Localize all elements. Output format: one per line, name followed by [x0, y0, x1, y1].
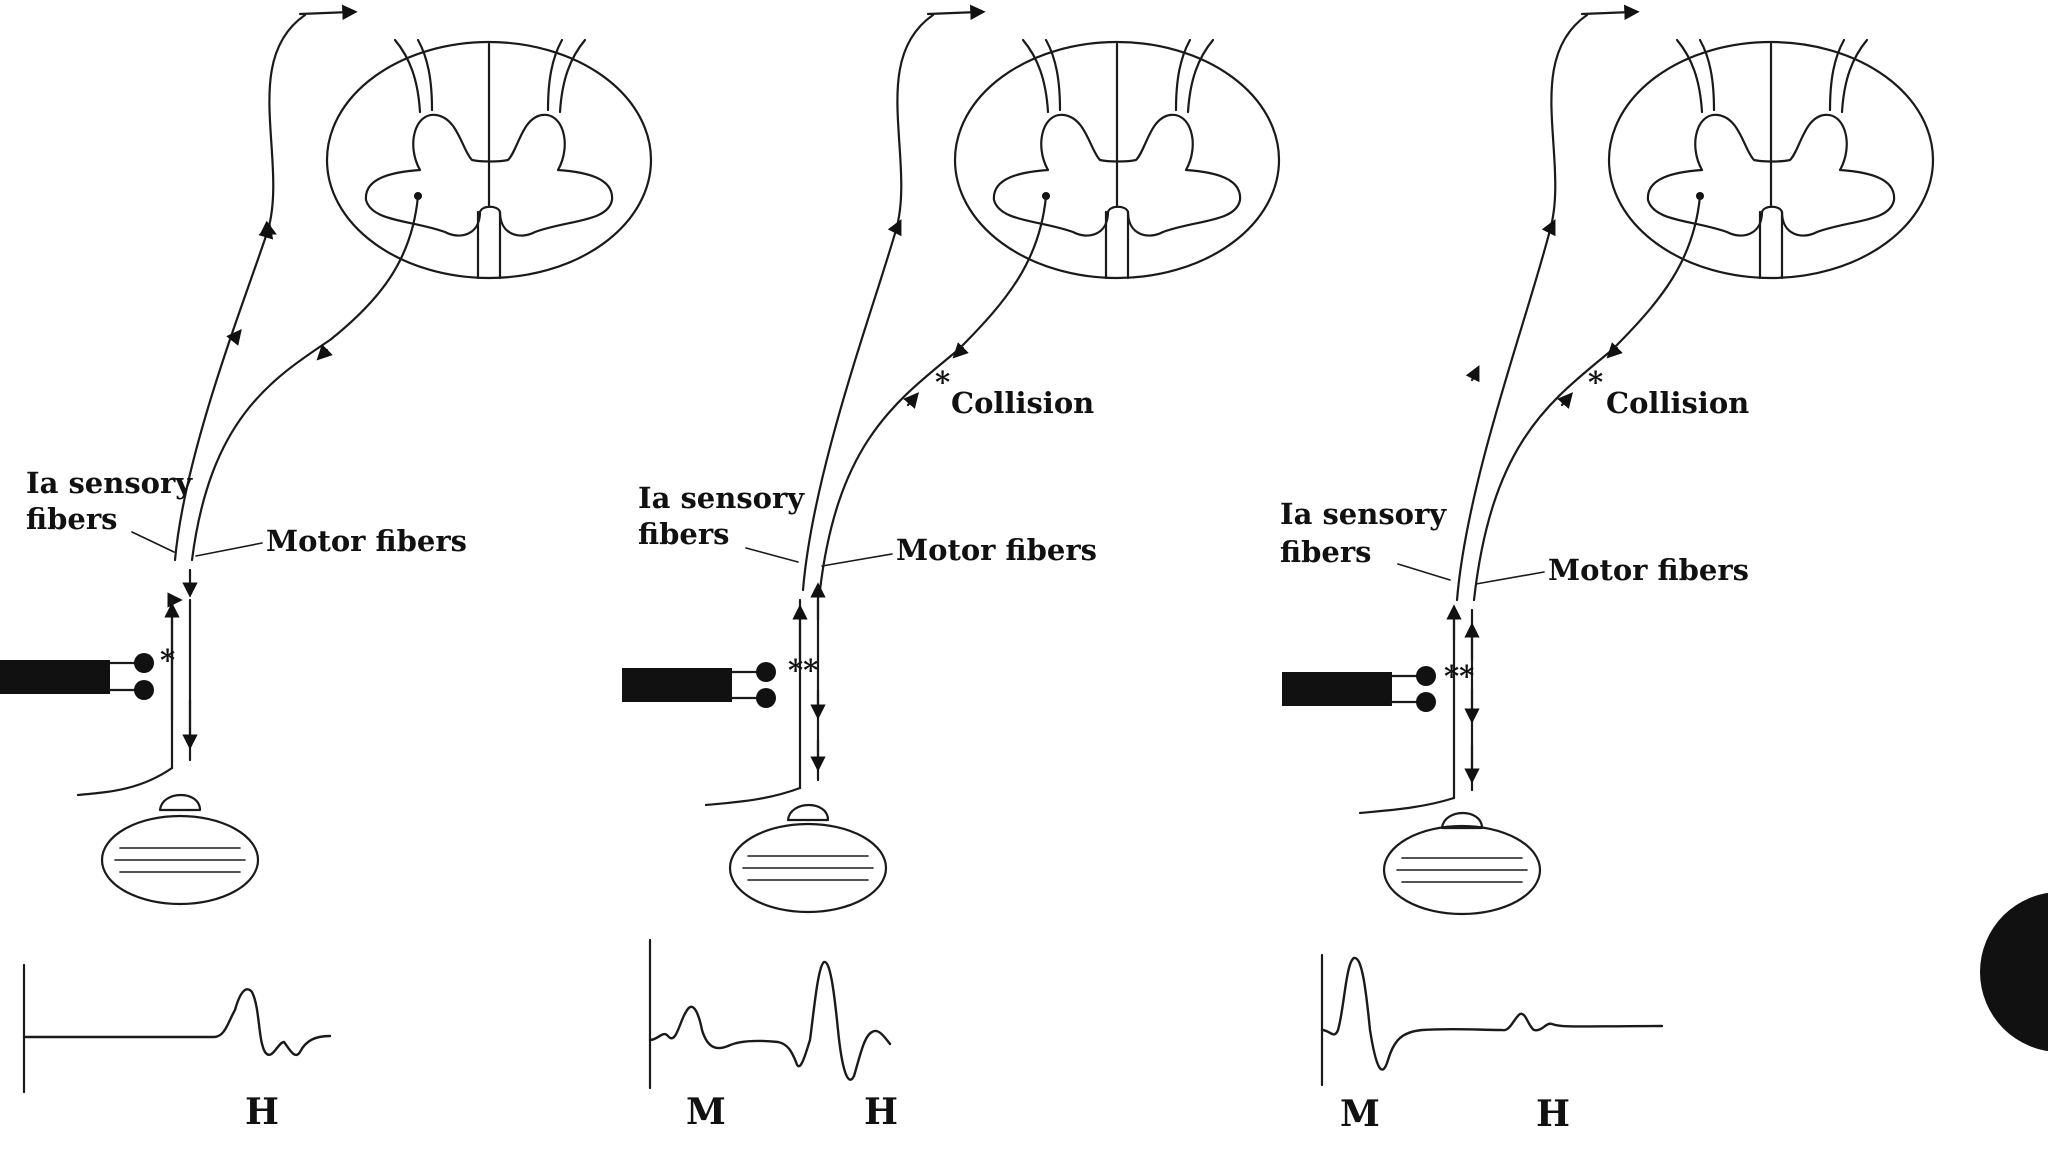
- svg-text:*: *: [1588, 365, 1603, 399]
- emg-trace-2: M H: [648, 938, 898, 1133]
- svg-text:*: *: [160, 643, 175, 677]
- collision-label: Collision: [951, 386, 1094, 420]
- motor-fibers-label: Motor fibers: [266, 524, 467, 558]
- sensory-fibers-label-2: fibers: [638, 517, 729, 551]
- h-wave-label: H: [864, 1091, 898, 1133]
- sensory-fibers-label: Ia sensory: [26, 466, 193, 500]
- svg-text:*: *: [935, 365, 950, 399]
- svg-text:**: **: [1444, 659, 1474, 693]
- spinal-cord-cross-section: [1607, 38, 1935, 280]
- panel-3: * Collision Ia sensory fibers Motor fibe…: [1280, 4, 1935, 1135]
- emg-trace-1: H: [22, 963, 332, 1133]
- m-wave-label: M: [1340, 1093, 1380, 1135]
- spinal-cord-cross-section: [953, 38, 1281, 280]
- panel-3-labels: Collision Ia sensory fibers Motor fibers: [1280, 386, 1749, 587]
- svg-text:**: **: [788, 653, 818, 687]
- sensory-fibers-label: Ia sensory: [638, 481, 805, 515]
- m-wave-label: M: [686, 1091, 726, 1133]
- collision-label: Collision: [1606, 386, 1749, 420]
- panel-1: * Ia sensory fibers Motor fibers H: [0, 4, 653, 1133]
- emg-trace-3: M H: [1320, 953, 1664, 1135]
- sensory-fibers-label: Ia sensory: [1280, 497, 1447, 531]
- h-wave-label: H: [245, 1091, 279, 1133]
- sensory-fibers-label-2: fibers: [1280, 535, 1371, 569]
- h-wave-label: H: [1536, 1093, 1570, 1135]
- panel-1-labels: Ia sensory fibers Motor fibers: [26, 466, 467, 558]
- panel-2: * Collision Ia sensory fibers Motor fibe…: [622, 4, 1281, 1133]
- sensory-fibers-label-2: fibers: [26, 502, 117, 536]
- motor-fibers-label: Motor fibers: [1548, 553, 1749, 587]
- panel-2-labels: Collision Ia sensory fibers Motor fibers: [638, 386, 1097, 567]
- corner-disc: [1980, 892, 2048, 1052]
- spinal-cord-cross-section: [325, 38, 653, 280]
- motor-fibers-label: Motor fibers: [896, 533, 1097, 567]
